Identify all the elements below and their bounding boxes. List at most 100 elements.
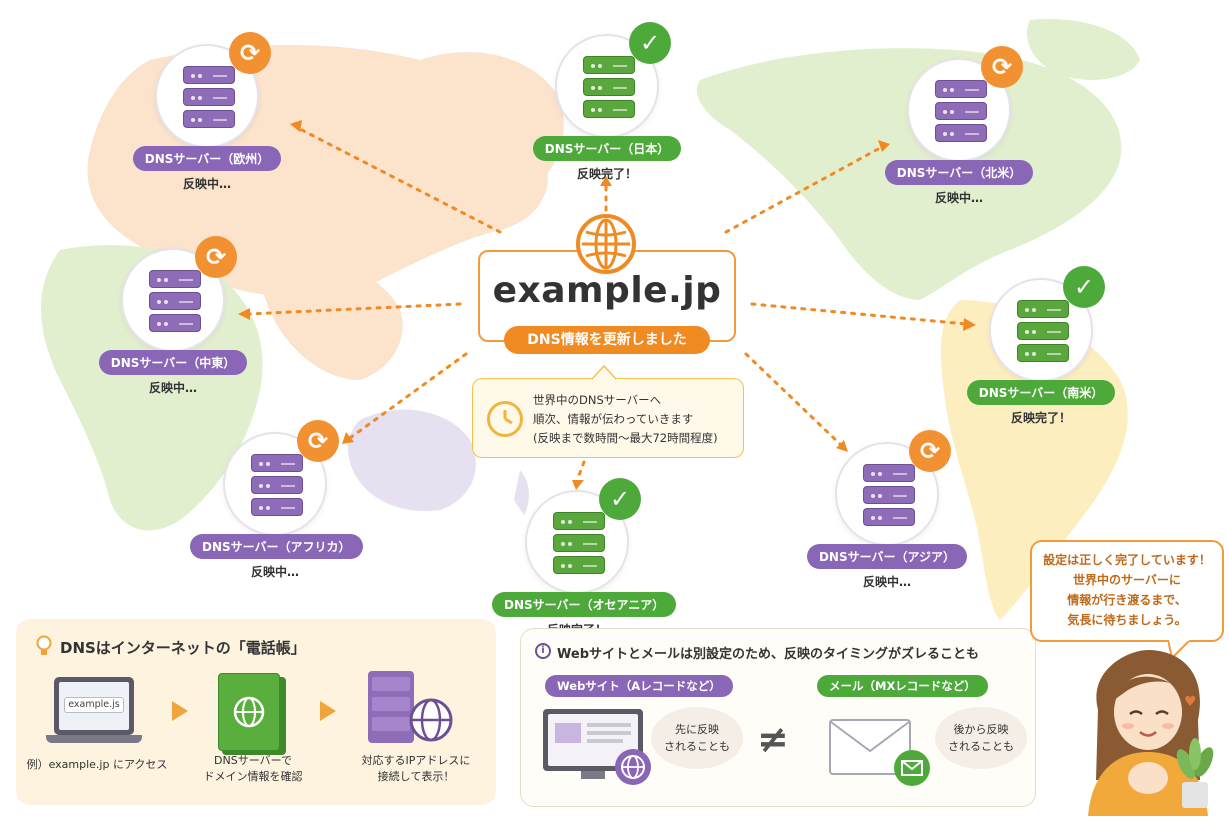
server-label: DNSサーバー（欧州） <box>132 146 282 171</box>
step-2-caption: DNSサーバーで ドメイン情報を確認 <box>188 753 318 785</box>
server-node-middle-east: ⟳ DNSサーバー（中東） 反映中… <box>88 236 258 396</box>
arrow-head-africa <box>342 432 354 444</box>
server-node-oceania: ✓ DNSサーバー（オセアニア） 反映完了！ <box>492 478 677 638</box>
server-ring: ✓ <box>525 478 641 594</box>
arrow-to-oceania <box>576 460 586 480</box>
phonebook-title: DNSはインターネットの「電話帳」 <box>60 639 306 657</box>
server-label: DNSサーバー（中東） <box>98 350 248 375</box>
server-ring: ⟳ <box>835 430 951 546</box>
server-icon <box>183 66 235 132</box>
server-status: 反映完了！ <box>1010 411 1071 425</box>
arrow-head-middle-east <box>238 308 250 320</box>
arrow-right-icon <box>172 701 188 721</box>
server-icon <box>1017 300 1069 366</box>
server-icon <box>149 270 201 336</box>
server-ring: ✓ <box>555 22 671 138</box>
arrow-head-japan <box>600 176 612 186</box>
arrow-to-south-america <box>750 302 968 326</box>
plant-icon <box>1176 738 1214 808</box>
info-line-1: 世界中のDNSサーバーへ <box>533 393 662 407</box>
web-bubble-line-2: されることも <box>664 740 730 753</box>
arrow-head-europe <box>290 120 302 132</box>
speech-bubble-tail <box>1168 640 1192 660</box>
timing-panel: i Webサイトとメールは別設定のため、反映のタイミングがズレることも Webサ… <box>520 628 1036 807</box>
arrow-head-south-america <box>963 318 976 331</box>
domain-name: example.jp <box>492 270 722 311</box>
server-label: DNSサーバー（オセアニア） <box>492 592 677 617</box>
info-text: 世界中のDNSサーバーへ 順次、情報が伝わっていきます (反映まで数時間〜最大7… <box>533 391 718 448</box>
info-box-pointer <box>592 364 616 380</box>
server-status: 反映中… <box>862 575 911 589</box>
step-3-caption: 対応するIPアドレスに 接続して表示！ <box>346 753 486 785</box>
check-icon: ✓ <box>629 22 671 64</box>
laptop-icon: example.js <box>46 677 142 749</box>
server-label: DNSサーバー（南米） <box>966 380 1116 405</box>
server-status: 反映中… <box>934 191 983 205</box>
arrow-right-icon <box>320 701 336 721</box>
server-node-europe: ⟳ DNSサーバー（欧州） 反映中… <box>122 32 292 192</box>
speech-line-1: 設定は正しく完了しています！ <box>1043 553 1211 567</box>
server-icon <box>553 512 605 578</box>
web-record-tag: Webサイト（Aレコードなど） <box>545 675 733 697</box>
server-status: 反映中… <box>148 381 197 395</box>
web-globe-icon <box>615 749 651 785</box>
check-icon: ✓ <box>599 478 641 520</box>
step-2-line-2: ドメイン情報を確認 <box>203 770 303 783</box>
arrow-to-africa <box>348 352 468 440</box>
propagation-arrows <box>246 126 968 480</box>
refresh-icon: ⟳ <box>909 430 951 472</box>
mail-badge-icon <box>894 750 930 786</box>
speech-bubble: 設定は正しく完了しています！ 世界中のサーバーに 情報が行き渡るまで、 気長に待… <box>1030 540 1224 642</box>
step-3-line-2: 接続して表示！ <box>377 770 455 783</box>
mail-record-tag: メール（MXレコードなど） <box>817 675 988 697</box>
map-new-zealand <box>514 470 529 515</box>
server-ring: ✓ <box>989 266 1105 382</box>
server-label: DNSサーバー（北米） <box>884 160 1034 185</box>
map-south-asia <box>258 250 403 380</box>
server-ring: ⟳ <box>155 32 271 148</box>
server-node-africa: ⟳ DNSサーバー（アフリカ） 反映中… <box>190 420 363 580</box>
web-timing-bubble: 先に反映 されることも <box>651 707 743 769</box>
globe-icon <box>576 214 636 274</box>
arrow-to-europe <box>296 126 502 234</box>
server-label: DNSサーバー（日本） <box>532 136 682 161</box>
server-icon <box>935 80 987 146</box>
server-label: DNSサーバー（アジア） <box>806 544 968 569</box>
step-2-line-1: DNSサーバーで <box>214 754 292 767</box>
server-globe-icon <box>368 671 460 747</box>
arrow-to-north-america <box>724 146 882 234</box>
heart-icon: ♥ <box>1184 694 1197 710</box>
refresh-icon: ⟳ <box>229 32 271 74</box>
server-label: DNSサーバー（アフリカ） <box>190 534 363 559</box>
refresh-icon: ⟳ <box>195 236 237 278</box>
speech-line-4: 気長に待ちましょう。 <box>1067 613 1187 627</box>
envelope-icon <box>829 719 911 775</box>
update-banner: DNS情報を更新しました <box>504 326 710 354</box>
mail-timing-bubble: 後から反映 されることも <box>935 707 1027 769</box>
arrow-head-north-america <box>878 140 890 152</box>
url-bar: example.js <box>64 697 124 713</box>
woman-illustration <box>1088 650 1208 816</box>
server-icon <box>583 56 635 122</box>
speech-line-2: 世界中のサーバーに <box>1073 573 1181 587</box>
map-asia-east <box>420 52 564 191</box>
phonebook-panel: DNSはインターネットの「電話帳」 example.js 例）example.j… <box>16 619 496 805</box>
lightbulb-icon <box>36 635 52 657</box>
server-status: 反映中… <box>250 565 299 579</box>
info-line-3: (反映まで数時間〜最大72時間程度) <box>533 431 718 445</box>
map-greenland <box>1026 19 1140 80</box>
server-node-japan: ✓ DNSサーバー（日本） 反映完了！ <box>522 22 692 182</box>
info-line-2: 順次、情報が伝わっていきます <box>533 412 694 426</box>
server-node-south-america: ✓ DNSサーバー（南米） 反映完了！ <box>956 266 1126 426</box>
server-node-north-america: ⟳ DNSサーバー（北米） 反映中… <box>874 46 1044 206</box>
phonebook-icon <box>218 673 288 757</box>
arrow-to-asia <box>744 352 842 446</box>
mail-bubble-line-2: されることも <box>948 740 1014 753</box>
not-equal-sign: ≠ <box>757 717 789 761</box>
server-status: 反映中… <box>182 177 231 191</box>
server-node-asia: ⟳ DNSサーバー（アジア） 反映中… <box>802 430 972 590</box>
arrow-head-asia <box>836 440 848 452</box>
propagation-info-box: 世界中のDNSサーバーへ 順次、情報が伝わっていきます (反映まで数時間〜最大7… <box>472 378 744 458</box>
clock-icon <box>487 401 523 437</box>
